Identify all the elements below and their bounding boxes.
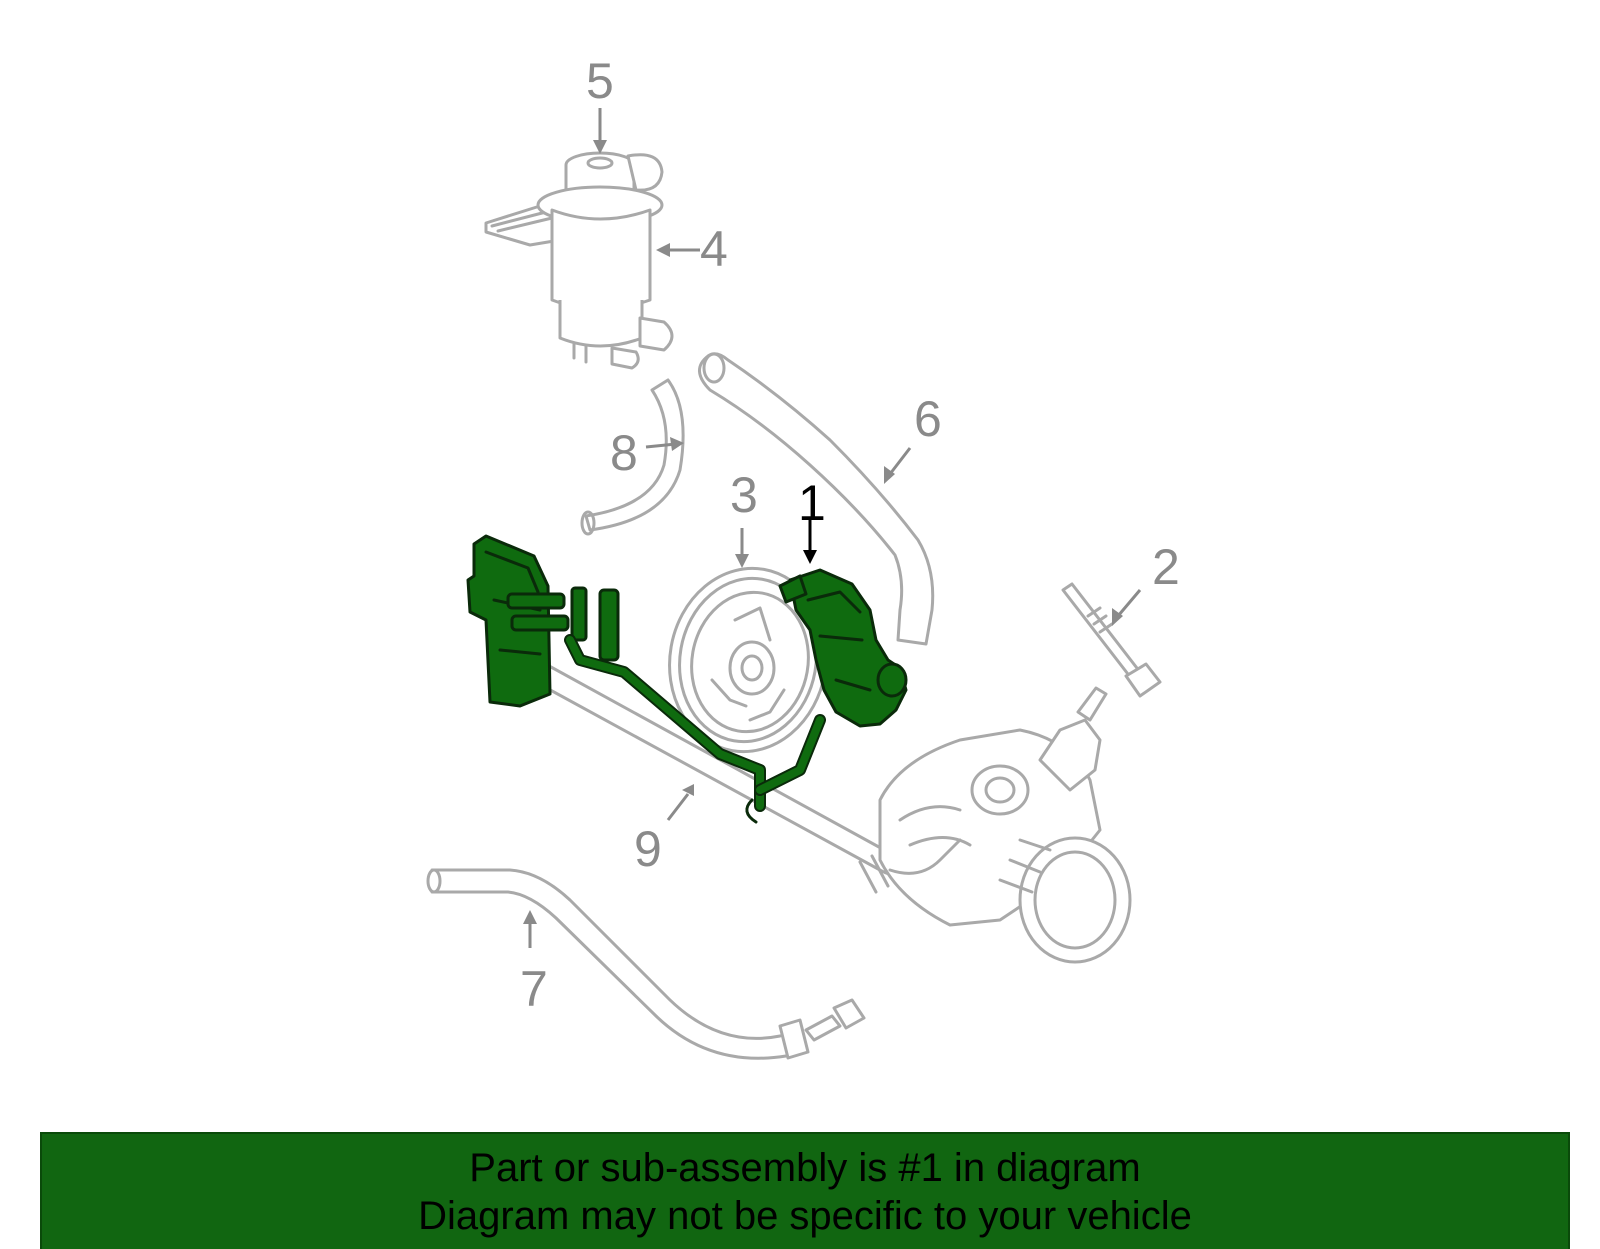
parts-diagram: 5 4 8 6 3 1 2 9 7 bbox=[426, 53, 1180, 1060]
callout-2: 2 bbox=[1152, 539, 1180, 595]
steering-gear bbox=[878, 686, 1132, 964]
pump-pulley bbox=[668, 566, 828, 754]
return-hose bbox=[698, 352, 935, 646]
callout-8: 8 bbox=[610, 425, 638, 481]
callout-7: 7 bbox=[520, 961, 548, 1017]
callout-5: 5 bbox=[586, 53, 614, 109]
callout-arrows bbox=[523, 108, 1142, 948]
callout-1: 1 bbox=[798, 475, 826, 531]
callout-4: 4 bbox=[700, 221, 728, 277]
cooler-hose bbox=[426, 868, 866, 1060]
info-banner: Part or sub-assembly is #1 in diagram Di… bbox=[40, 1132, 1570, 1249]
callout-9: 9 bbox=[634, 821, 662, 877]
power-steering-reservoir bbox=[484, 185, 674, 370]
mounting-bolt bbox=[1061, 582, 1162, 698]
power-steering-pump-assembly bbox=[466, 534, 908, 824]
callout-6: 6 bbox=[914, 391, 942, 447]
callout-numbers: 5 4 8 6 3 1 2 9 7 bbox=[520, 53, 1180, 1017]
callout-3: 3 bbox=[730, 467, 758, 523]
banner-line-disclaimer: Diagram may not be specific to your vehi… bbox=[418, 1193, 1192, 1238]
banner-line-part-number: Part or sub-assembly is #1 in diagram bbox=[469, 1145, 1141, 1190]
